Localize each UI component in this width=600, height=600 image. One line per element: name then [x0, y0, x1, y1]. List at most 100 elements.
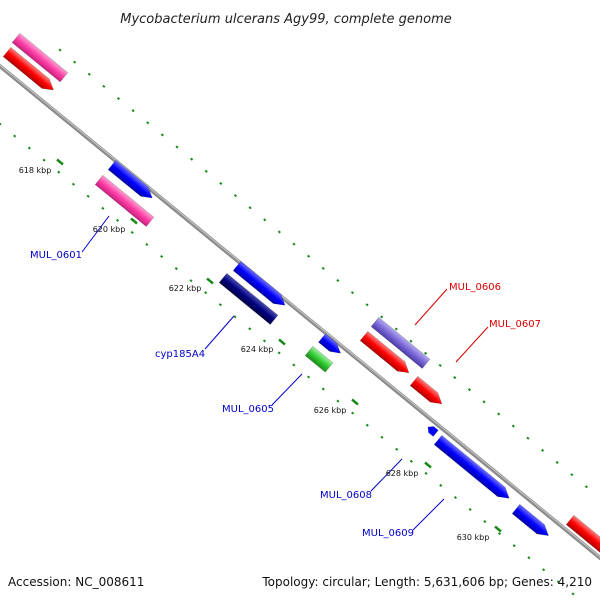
tick-mark-outer	[73, 60, 77, 64]
gene-arrow-mul-0608[interactable]	[425, 424, 439, 437]
pseudogene-pink-top[interactable]	[11, 32, 69, 83]
gene-arrow-cyp185a4[interactable]	[218, 272, 279, 325]
gene-label-mul-0609[interactable]: MUL_0609	[362, 528, 414, 539]
tick-mark-inner	[351, 411, 355, 415]
tick-mark-inner	[439, 483, 443, 487]
tick-mark-outer	[336, 278, 340, 283]
label-leader-lines	[81, 215, 489, 531]
tick-mark-outer	[277, 230, 281, 234]
tick-mark-outer	[292, 242, 296, 246]
tick-mark-outer	[175, 145, 179, 149]
leader-mul-0608	[370, 458, 403, 492]
tick-label-618: 618 kbp	[19, 166, 52, 175]
tick-mark-outer	[511, 424, 515, 428]
tick-mark-inner	[395, 447, 399, 451]
genome-backbone-highlight	[0, 64, 600, 558]
accession-text: Accession: NC_008611	[8, 575, 144, 589]
major-tick-mark	[278, 338, 286, 346]
tick-mark-inner	[262, 339, 267, 343]
gene-arrow-blue-small[interactable]	[318, 333, 345, 358]
tick-mark-outer	[438, 363, 442, 367]
tick-mark-inner	[13, 134, 17, 138]
tick-mark-outer	[453, 376, 457, 380]
tick-mark-inner	[292, 363, 296, 367]
leader-mul-0601	[81, 215, 110, 253]
tick-mark-inner	[483, 520, 487, 524]
gene-arrow-blue-622[interactable]	[232, 260, 289, 310]
tick-mark-inner	[336, 399, 340, 403]
major-tick-mark	[494, 525, 502, 533]
tick-label-626: 626 kbp	[314, 406, 347, 415]
tick-mark-inner	[71, 182, 76, 186]
tick-mark-outer	[58, 48, 62, 52]
tick-mark-outer	[204, 169, 208, 173]
tick-label-630: 630 kbp	[457, 533, 490, 542]
tick-mark-inner	[542, 568, 546, 572]
major-tick-mark	[130, 217, 138, 225]
tick-mark-outer	[497, 412, 501, 416]
tick-mark-inner	[497, 532, 502, 536]
tick-mark-outer	[380, 315, 384, 319]
tick-mark-inner	[0, 122, 2, 126]
tick-mark-outer	[409, 339, 413, 343]
tick-mark-outer	[146, 121, 150, 125]
gene-arrow-red-mul-0606[interactable]	[359, 330, 412, 377]
gene-arrow-mul-0601[interactable]	[107, 159, 156, 202]
tick-mark-inner	[453, 495, 458, 500]
tick-mark-inner	[86, 194, 90, 198]
tick-mark-inner	[424, 471, 428, 475]
gene-arrow-mul-0609[interactable]	[433, 434, 513, 503]
tick-mark-inner	[365, 423, 369, 427]
tick-mark-inner	[321, 387, 325, 391]
gene-label-mul-0606[interactable]: MUL_0606	[449, 282, 501, 293]
gene-label-mul-0608[interactable]: MUL_0608	[320, 490, 372, 501]
tick-mark-outer	[467, 388, 472, 392]
leader-mul-0609	[412, 498, 445, 531]
leader-mul-0607	[455, 326, 489, 363]
tick-mark-inner	[409, 459, 413, 463]
tick-mark-inner	[204, 291, 208, 295]
tick-mark-outer	[526, 436, 530, 440]
gene-label-mul-0601[interactable]: MUL_0601	[30, 250, 82, 261]
leader-mul-0606	[414, 288, 448, 326]
gene-features	[2, 32, 600, 557]
gene-label-cyp185a4[interactable]: cyp185A4	[155, 349, 205, 360]
tick-mark-inner	[174, 267, 178, 271]
major-tick-mark	[206, 277, 214, 285]
major-tick-mark	[424, 461, 432, 469]
tick-mark-inner	[27, 146, 31, 150]
major-tick-mark	[56, 158, 64, 166]
tick-mark-outer	[190, 157, 194, 161]
gene-arrow-mul-0605[interactable]	[304, 345, 334, 373]
tick-mark-inner	[306, 375, 311, 379]
pseudogene-pink-mul-0601[interactable]	[94, 174, 155, 227]
tick-mark-inner	[248, 327, 252, 331]
tick-mark-outer	[584, 485, 588, 489]
gene-arrow-blue-630[interactable]	[511, 503, 552, 540]
tick-mark-outer	[87, 72, 91, 76]
tick-mark-inner	[115, 218, 120, 222]
tick-mark-outer	[394, 327, 398, 331]
tick-mark-outer	[131, 109, 135, 113]
gene-label-mul-0605[interactable]: MUL_0605	[222, 404, 274, 415]
tick-mark-inner	[556, 580, 560, 584]
gene-arrow-red-top[interactable]	[2, 46, 57, 94]
tick-mark-inner	[512, 544, 516, 548]
gene-arrow-mul-0607[interactable]	[409, 375, 445, 408]
tick-mark-outer	[555, 460, 559, 465]
tick-mark-inner	[571, 592, 575, 596]
leader-cyp185a4	[204, 315, 235, 350]
tick-mark-outer	[102, 84, 106, 88]
tick-mark-inner	[57, 170, 61, 174]
gene-label-mul-0607[interactable]: MUL_0607	[489, 319, 541, 330]
tick-mark-inner	[218, 303, 222, 307]
leader-mul-0605	[271, 373, 303, 406]
gene-arrow-mul-0606[interactable]	[370, 316, 431, 369]
tick-marks	[0, 48, 588, 596]
tick-label-628: 628 kbp	[386, 469, 419, 478]
tick-mark-outer	[160, 133, 164, 137]
tick-mark-outer	[307, 254, 311, 258]
tick-label-622: 622 kbp	[169, 284, 202, 293]
